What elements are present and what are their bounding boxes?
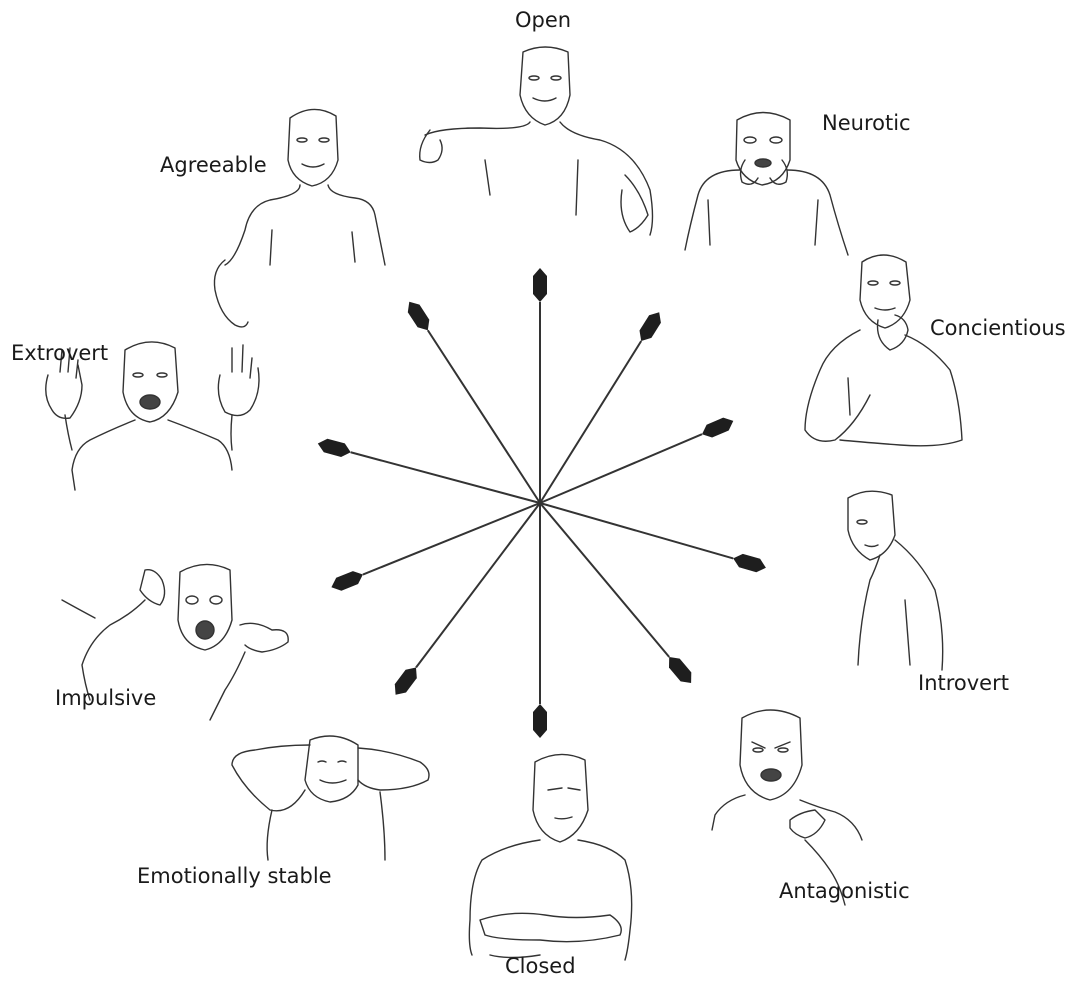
label-concientious: Concientious — [930, 318, 1066, 339]
label-open: Open — [515, 10, 571, 31]
arrowhead-closed — [533, 704, 547, 738]
label-impulsive: Impulsive — [55, 688, 156, 709]
arrow-shaft-antagonistic — [540, 503, 669, 657]
label-agreeable: Agreeable — [160, 155, 267, 176]
label-antagonistic: Antagonistic — [779, 881, 910, 902]
arrowhead-extrovert — [318, 439, 351, 457]
arrow-shaft-introvert — [540, 503, 733, 558]
figure-concientious — [805, 255, 962, 446]
figure-open — [420, 47, 653, 235]
arrowhead-open — [533, 268, 547, 302]
figure-agreeable — [214, 109, 385, 326]
label-neurotic: Neurotic — [822, 113, 911, 134]
arrowhead-concientious — [702, 418, 733, 438]
arrowhead-emotionally-stable — [395, 668, 417, 695]
arrowhead-impulsive — [331, 571, 363, 591]
label-closed: Closed — [505, 956, 576, 977]
label-introvert: Introvert — [918, 673, 1009, 694]
figure-antagonistic — [712, 710, 862, 905]
arrow-star — [318, 268, 766, 738]
label-emotionally-stable: Emotionally stable — [137, 866, 332, 887]
figure-closed — [469, 754, 631, 960]
arrowhead-introvert — [733, 554, 766, 572]
arrowhead-neurotic — [640, 312, 661, 341]
figure-emotionally-stable — [232, 736, 429, 860]
arrow-shaft-neurotic — [540, 341, 641, 503]
arrowhead-agreeable — [408, 302, 430, 331]
arrow-shaft-concientious — [540, 434, 702, 503]
label-extrovert: Extrovert — [11, 343, 108, 364]
figure-introvert — [848, 491, 943, 670]
arrowhead-antagonistic — [669, 657, 691, 683]
